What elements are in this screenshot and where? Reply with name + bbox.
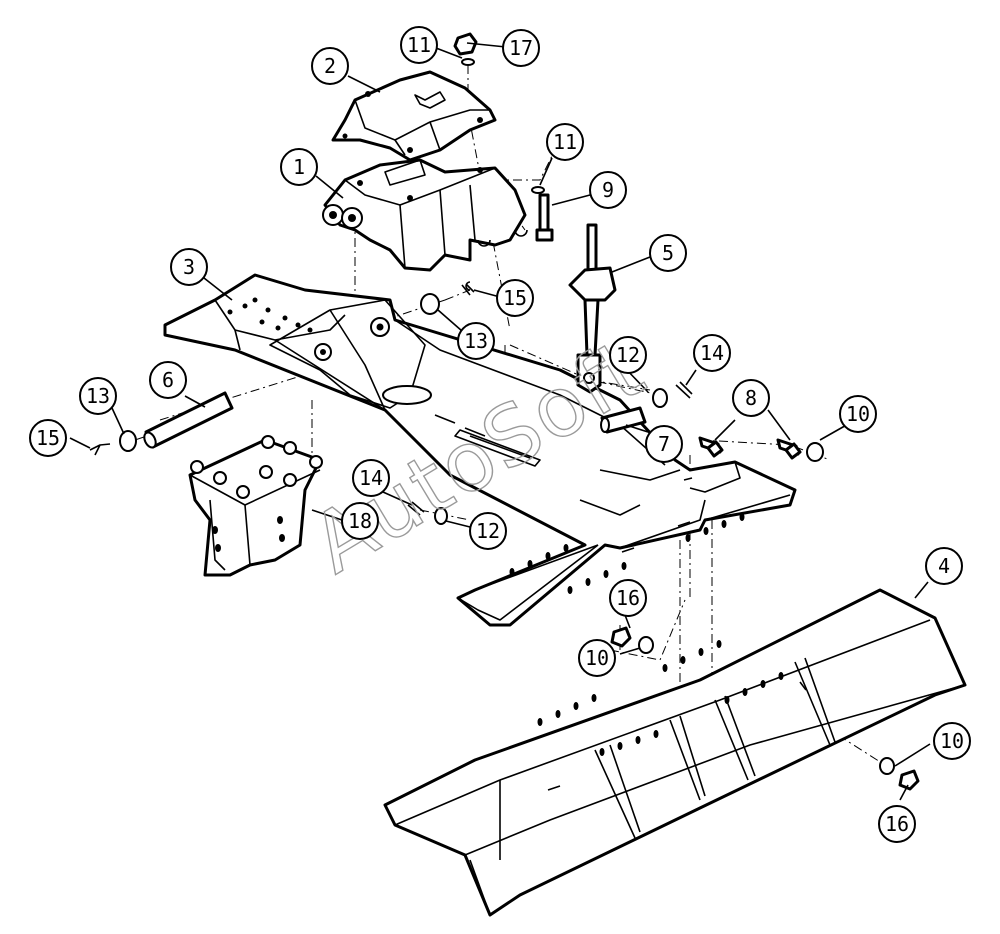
part-8-bolts	[698, 436, 802, 460]
callout-16-middle: 16	[609, 579, 647, 617]
callout-8: 8	[732, 379, 770, 417]
callout-label: 2	[324, 54, 336, 78]
callout-13-middle: 13	[457, 322, 495, 360]
callout-label: 13	[86, 384, 110, 408]
callout-2: 2	[311, 47, 349, 85]
callout-12-left: 12	[469, 512, 507, 550]
part-5-adjuster	[568, 223, 617, 394]
callout-label: 10	[585, 646, 609, 670]
part-6-tube	[143, 391, 234, 449]
callout-label: 15	[503, 286, 527, 310]
leader-lines	[69, 42, 931, 801]
callout-label: 7	[658, 432, 670, 456]
callout-label: 1	[293, 155, 305, 179]
callout-label: 10	[846, 402, 870, 426]
callout-label: 14	[700, 341, 724, 365]
callout-label: 12	[476, 519, 500, 543]
callout-label: 16	[885, 812, 909, 836]
part-9-bolt	[535, 193, 554, 242]
callout-label: 4	[938, 554, 950, 578]
callout-10-middle: 10	[578, 639, 616, 677]
callout-3: 3	[170, 248, 208, 286]
callout-12-right: 12	[609, 336, 647, 374]
callout-10-upper: 10	[839, 395, 877, 433]
callout-label: 13	[464, 329, 488, 353]
callout-15-left: 15	[29, 419, 67, 457]
callout-6: 6	[149, 361, 187, 399]
callout-label: 9	[602, 178, 614, 202]
callout-13-left: 13	[79, 377, 117, 415]
part-2-upper-bracket	[331, 70, 497, 162]
callout-label: 6	[162, 368, 174, 392]
callout-label: 15	[36, 426, 60, 450]
callout-9: 9	[589, 171, 627, 209]
hardware-small-parts	[89, 32, 920, 791]
callout-label: 11	[553, 130, 577, 154]
callout-15-middle: 15	[496, 279, 534, 317]
callout-label: 8	[745, 386, 757, 410]
callout-label: 11	[407, 33, 431, 57]
callout-16-lower: 16	[878, 805, 916, 843]
callout-label: 18	[348, 509, 372, 533]
part-18-mount-plate	[188, 435, 323, 577]
callout-label: 17	[509, 36, 533, 60]
callout-label: 10	[940, 729, 964, 753]
callout-11-top: 11	[400, 26, 438, 64]
callout-10-lower: 10	[933, 722, 971, 760]
callout-label: 5	[662, 241, 674, 265]
callout-7: 7	[645, 425, 683, 463]
callout-label: 3	[183, 255, 195, 279]
callout-18: 18	[341, 502, 379, 540]
part-4-lower-channel	[383, 588, 967, 917]
callout-14-right: 14	[693, 334, 731, 372]
callout-17: 17	[502, 29, 540, 67]
callout-11-middle: 11	[546, 123, 584, 161]
callout-5: 5	[649, 234, 687, 272]
callout-label: 14	[359, 466, 383, 490]
callout-4: 4	[925, 547, 963, 585]
part-3-main-frame	[163, 273, 797, 627]
callout-label: 16	[616, 586, 640, 610]
part-7-pin	[600, 406, 647, 434]
callout-1: 1	[280, 148, 318, 186]
part-1-pivot-bracket	[322, 158, 528, 272]
callout-label: 12	[616, 343, 640, 367]
callout-14-left: 14	[352, 459, 390, 497]
